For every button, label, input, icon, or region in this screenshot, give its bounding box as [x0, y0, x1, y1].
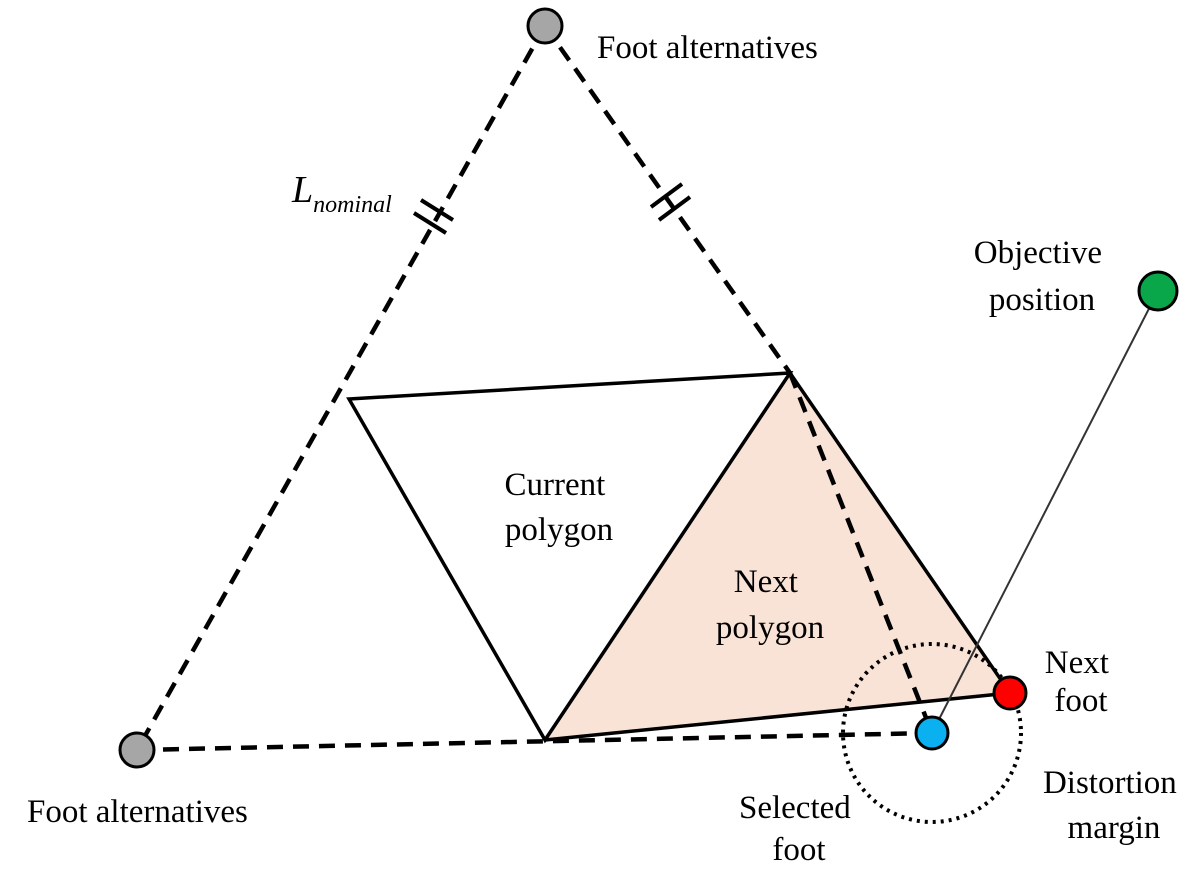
foot-alternatives-bottom-label: Foot alternatives [27, 794, 248, 830]
l-nominal-subscript: nominal [313, 192, 392, 218]
objective-position-marker [1137, 270, 1179, 312]
length-tick-right-1 [649, 182, 684, 209]
foot-alternative-bottom-marker [118, 731, 156, 769]
next-foot-marker [992, 675, 1028, 711]
right-dashed-edge [543, 24, 792, 375]
length-tick-left-1 [419, 198, 455, 222]
distortion-margin-circle [841, 642, 1023, 824]
selected-foot-marker [914, 715, 950, 751]
length-tick-left-2 [412, 211, 448, 235]
selected-foot-dashed-line [787, 372, 935, 734]
next-polygon-right-edge [788, 372, 1012, 694]
next-foot-label: Next foot [1045, 645, 1117, 719]
l-nominal-main: L [291, 169, 313, 211]
objective-position-label: Objective position [974, 235, 1111, 318]
bottom-dashed-edge [136, 730, 933, 753]
distortion-margin-label: Distortion margin [1043, 765, 1185, 846]
foot-alternatives-top-label: Foot alternatives [597, 30, 818, 66]
length-tick-right-2 [657, 195, 692, 222]
next-polygon-bottom-edge [544, 691, 1011, 742]
current-polygon-outline [346, 371, 794, 744]
foot-alternative-top-marker [526, 7, 564, 45]
l-nominal-label: Lnominal [291, 169, 392, 218]
selected-foot-label: Selected foot [739, 790, 859, 868]
left-dashed-edge [135, 24, 547, 752]
objective-connection-line [931, 290, 1159, 734]
next-polygon-area [545, 373, 1010, 740]
next-polygon-label: Next polygon [716, 564, 824, 646]
current-polygon-label: Current polygon [504, 467, 613, 548]
